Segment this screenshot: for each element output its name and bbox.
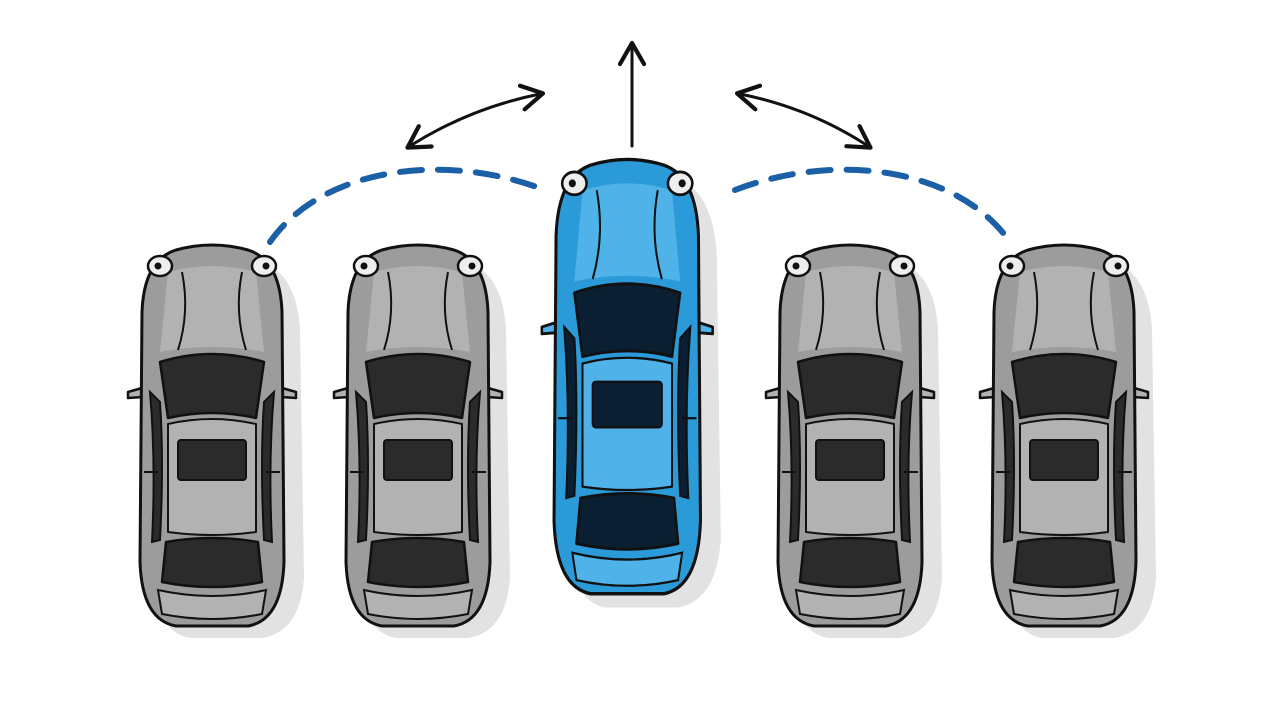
sunroof xyxy=(383,439,453,481)
hood-crease-right xyxy=(875,271,885,351)
hood-panel xyxy=(366,266,470,352)
side-window-right xyxy=(899,389,914,544)
windshield xyxy=(796,352,904,420)
cars xyxy=(126,157,1156,638)
trunk xyxy=(794,588,906,620)
windshield xyxy=(364,352,472,420)
maneuver-path-left xyxy=(267,166,548,245)
headlight-right-bulb xyxy=(900,262,908,270)
maneuver-path-right xyxy=(732,166,1013,245)
side-window-right xyxy=(677,323,692,500)
sunroof xyxy=(591,380,663,429)
windshield xyxy=(1010,352,1118,420)
parked-car-2 xyxy=(332,243,510,638)
double-headed-curved-arrow-icon xyxy=(734,83,873,150)
side-window-right xyxy=(467,389,482,544)
trunk xyxy=(362,588,474,620)
headlight-left-bulb xyxy=(154,262,162,270)
side-window-left xyxy=(786,389,801,544)
headlight-left-bulb xyxy=(792,262,800,270)
headlight-left-bulb xyxy=(360,262,368,270)
parked-car-4 xyxy=(978,243,1156,638)
headlight-right-bulb xyxy=(262,262,270,270)
side-window-right xyxy=(1113,389,1128,544)
highlighted-car xyxy=(540,157,721,608)
rear-windshield xyxy=(798,536,902,589)
trunk xyxy=(571,551,684,587)
side-window-left xyxy=(1000,389,1015,544)
hood-panel xyxy=(574,183,681,282)
hood-crease-right xyxy=(653,189,663,280)
rear-windshield xyxy=(575,492,680,551)
hood-crease-left xyxy=(815,271,825,351)
side-window-left xyxy=(148,389,163,544)
trunk xyxy=(1008,588,1120,620)
sunroof xyxy=(815,439,885,481)
windshield xyxy=(573,282,682,359)
rear-windshield xyxy=(366,536,470,589)
trunk xyxy=(156,588,268,620)
parked-car-1 xyxy=(126,243,304,638)
hood-crease-left xyxy=(177,271,187,351)
hood-panel xyxy=(160,266,264,352)
hood-panel xyxy=(1012,266,1116,352)
side-window-left xyxy=(354,389,369,544)
direction-arrows xyxy=(405,40,873,150)
rear-windshield xyxy=(160,536,264,589)
headlight-right-bulb xyxy=(468,262,476,270)
hood-crease-left xyxy=(1029,271,1039,351)
side-window-right xyxy=(261,389,276,544)
sunroof xyxy=(177,439,247,481)
sunroof xyxy=(1029,439,1099,481)
rear-windshield xyxy=(1012,536,1116,589)
hood-crease-right xyxy=(443,271,453,351)
hood-crease-right xyxy=(1089,271,1099,351)
double-headed-curved-arrow-icon xyxy=(405,83,546,150)
hood-crease-right xyxy=(237,271,247,351)
parked-car-3 xyxy=(764,243,942,638)
headlight-right-bulb xyxy=(1114,262,1122,270)
hood-crease-left xyxy=(383,271,393,351)
side-window-left xyxy=(562,323,578,500)
windshield xyxy=(158,352,266,420)
hood-panel xyxy=(798,266,902,352)
headlight-left-bulb xyxy=(1006,262,1014,270)
hood-crease-left xyxy=(591,189,602,280)
maneuver-paths xyxy=(267,166,1013,245)
headlight-left-bulb xyxy=(568,179,576,188)
headlight-right-bulb xyxy=(678,179,686,188)
